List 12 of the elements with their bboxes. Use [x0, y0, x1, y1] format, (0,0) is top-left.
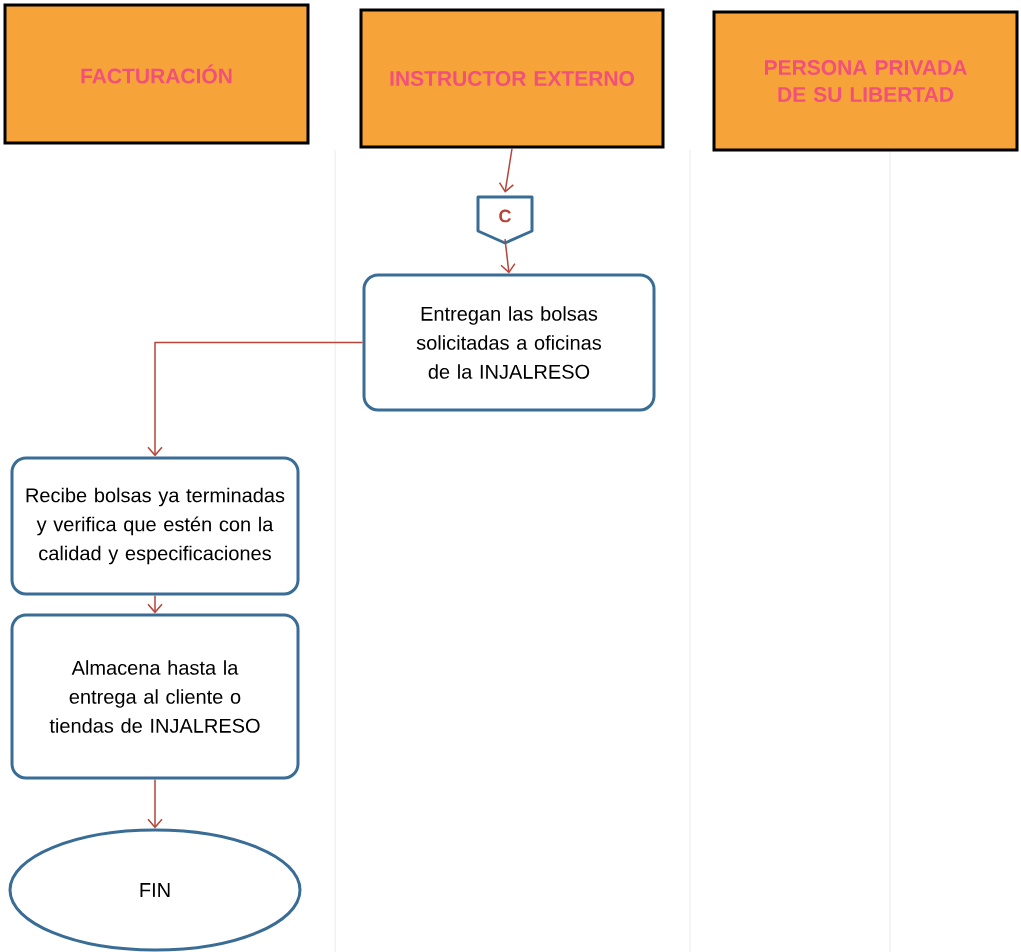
arrow — [498, 147, 515, 193]
process-box: Recibe bolsas ya terminadas y verifica que estén con la calidad y especificaciones — [10, 456, 300, 596]
arrow — [147, 341, 364, 457]
arrow — [147, 778, 163, 829]
process-box: Almacena hasta la entrega al cliente o tiendas de INJALRESO — [10, 613, 300, 780]
lane-header: PERSONA PRIVADA DE SU LIBERTAD — [712, 10, 1019, 152]
off-page-connector: C — [476, 195, 534, 245]
process-box: Entregan las bolsas solicitadas a oficinas de la INJALRESO — [362, 273, 656, 412]
lane-header: FACTURACIÓN — [3, 3, 310, 145]
lane-header: INSTRUCTOR EXTERNO — [359, 8, 665, 149]
arrow — [147, 594, 163, 614]
arrow — [500, 238, 516, 274]
